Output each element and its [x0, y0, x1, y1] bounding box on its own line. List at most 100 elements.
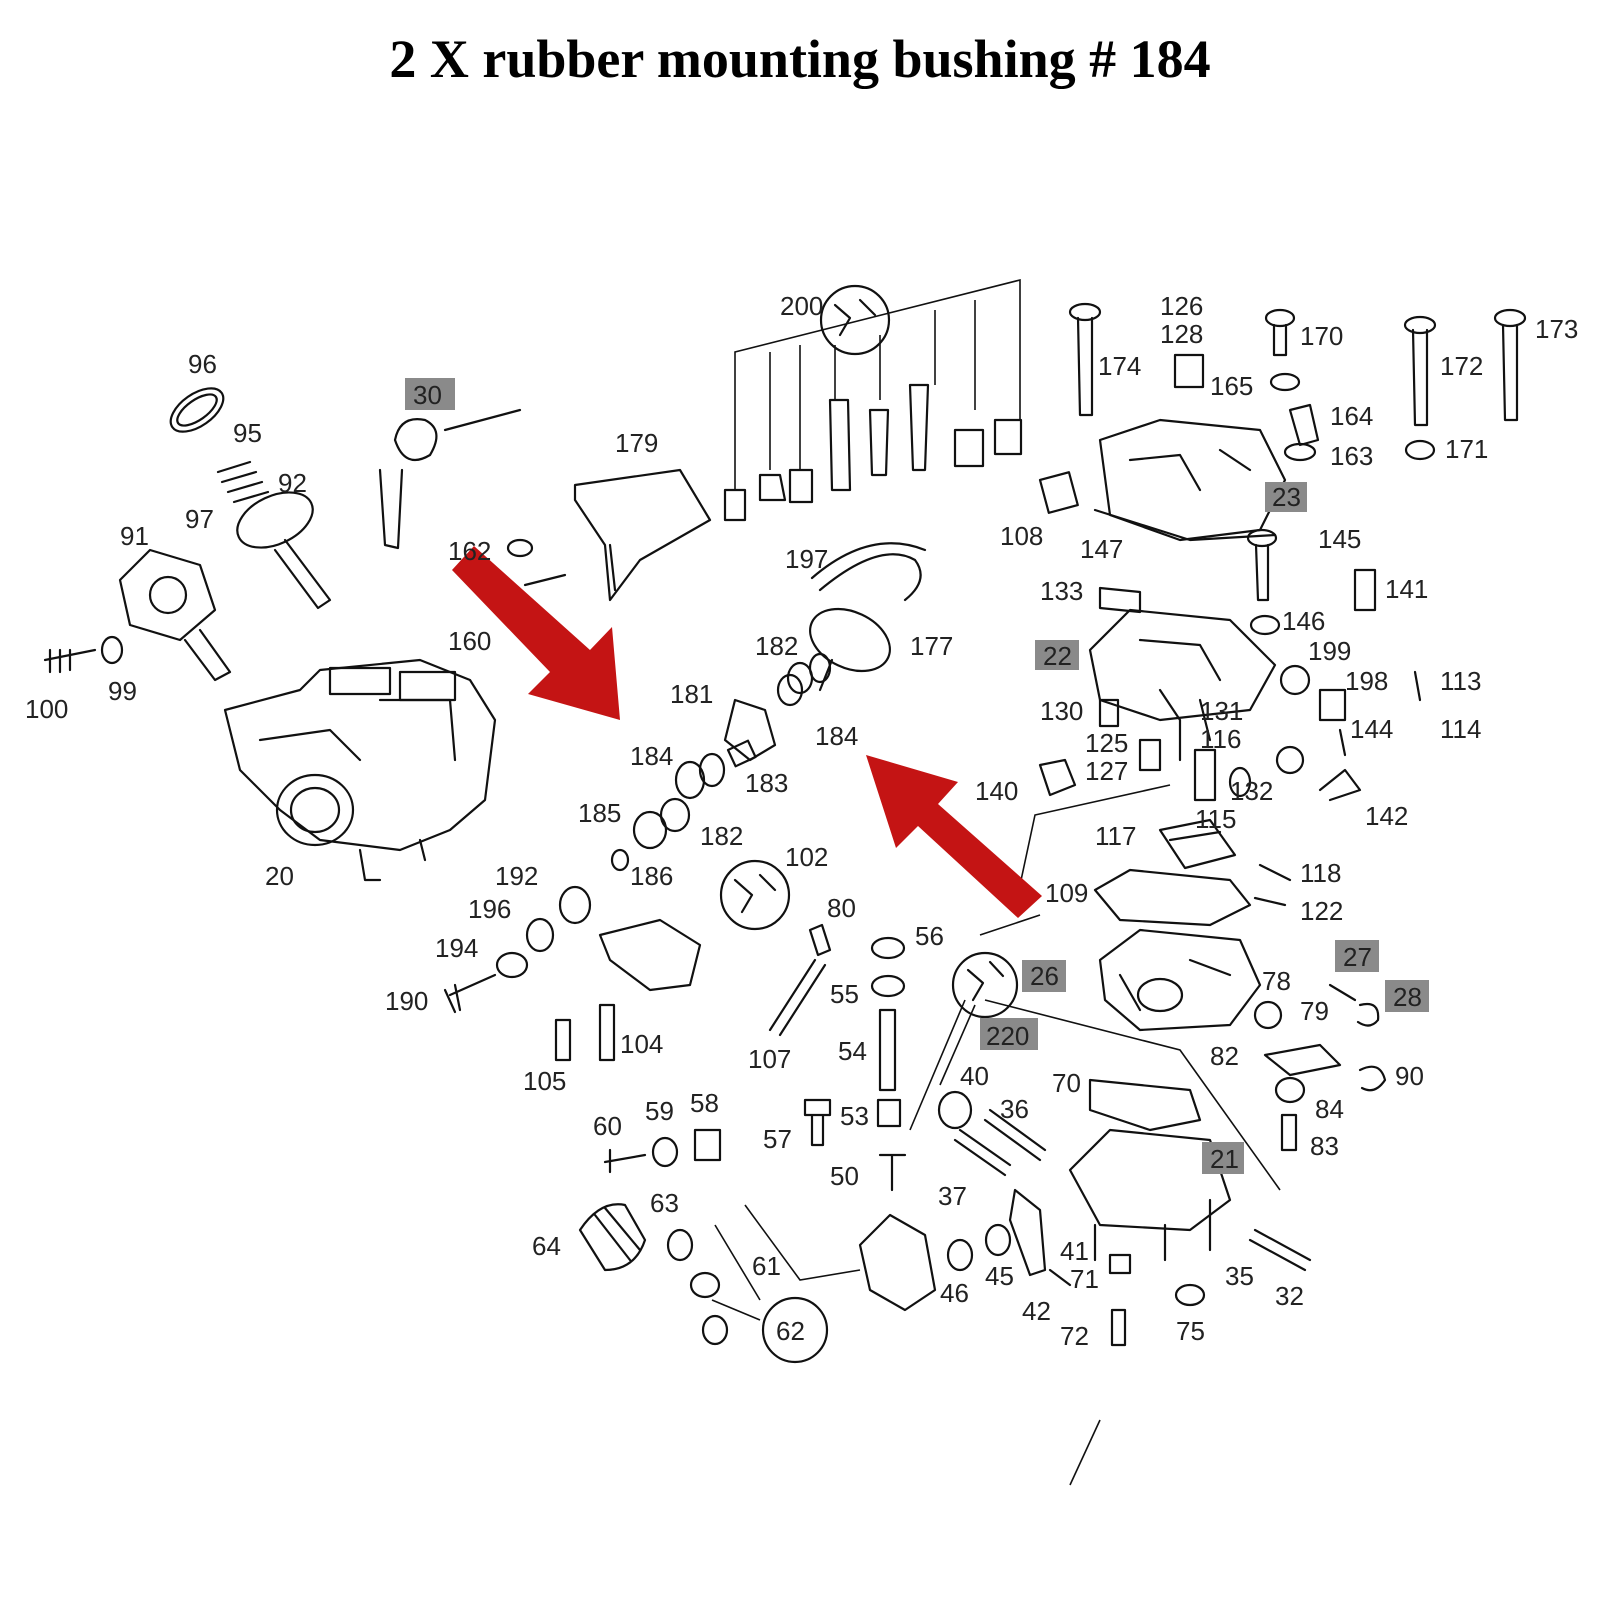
- label-60: 60: [593, 1111, 622, 1141]
- label-200: 200: [780, 291, 823, 321]
- label-59: 59: [645, 1096, 674, 1126]
- label-196: 196: [468, 894, 511, 924]
- parts-84-83: [1274, 1076, 1306, 1152]
- label-37: 37: [938, 1181, 967, 1211]
- label-102: 102: [785, 842, 828, 872]
- label-184-right: 184: [815, 721, 858, 751]
- boot-64: [578, 1203, 647, 1272]
- arrow-to-184-right: [866, 755, 1042, 918]
- label-164: 164: [1330, 401, 1373, 431]
- screw-172: [1403, 315, 1437, 427]
- parts-130-131: [1098, 698, 1212, 742]
- tool-26: [951, 951, 1019, 1019]
- tool-102: [719, 859, 791, 931]
- label-45: 45: [985, 1261, 1014, 1291]
- label-194: 194: [435, 933, 478, 963]
- highlight-boxes: [405, 378, 1429, 1174]
- plate-70: [1088, 1078, 1202, 1132]
- washer-99: [100, 635, 124, 665]
- label-132: 132: [1230, 776, 1273, 806]
- label-165: 165: [1210, 371, 1253, 401]
- label-32: 32: [1275, 1281, 1304, 1311]
- label-105: 105: [523, 1066, 566, 1096]
- pin-80: [808, 923, 832, 957]
- label-82: 82: [1210, 1041, 1239, 1071]
- label-84: 84: [1315, 1094, 1344, 1124]
- label-55: 55: [830, 979, 859, 1009]
- label-183: 183: [745, 768, 788, 798]
- needle-32-35: [1248, 1228, 1312, 1272]
- label-21: 21: [1210, 1144, 1239, 1174]
- part-140: [1038, 758, 1077, 797]
- label-56: 56: [915, 921, 944, 951]
- label-22: 22: [1043, 641, 1072, 671]
- label-220: 220: [986, 1021, 1029, 1051]
- lever-181: [723, 698, 777, 768]
- screw-100: [43, 648, 97, 674]
- main-body: [1098, 928, 1262, 1032]
- label-107: 107: [748, 1044, 791, 1074]
- screw-72-75: [1110, 1283, 1206, 1347]
- lever-186: [598, 918, 702, 992]
- spring-95: [216, 460, 270, 504]
- screw-57: [803, 1098, 832, 1147]
- label-185: 185: [578, 798, 621, 828]
- label-184-left: 184: [630, 741, 673, 771]
- label-172: 172: [1440, 351, 1483, 381]
- float-117: [1158, 818, 1237, 870]
- label-35: 35: [1225, 1261, 1254, 1291]
- top-cover-23: [1093, 418, 1287, 542]
- parts-40-36-37: [937, 1090, 1047, 1177]
- gasket-96: [169, 387, 225, 433]
- screw-190: [443, 973, 497, 1014]
- label-192: 192: [495, 861, 538, 891]
- temp-switch-30: [378, 408, 522, 550]
- label-125: 125: [1085, 728, 1128, 758]
- label-127: 127: [1085, 756, 1128, 786]
- label-79: 79: [1300, 996, 1329, 1026]
- label-142: 142: [1365, 801, 1408, 831]
- label-54: 54: [838, 1036, 867, 1066]
- label-198: 198: [1345, 666, 1388, 696]
- label-170: 170: [1300, 321, 1343, 351]
- screw-170: [1264, 308, 1296, 357]
- label-145: 145: [1318, 524, 1361, 554]
- label-133: 133: [1040, 576, 1083, 606]
- adjustment-tool-200: [819, 284, 891, 356]
- part-132: [1228, 766, 1252, 798]
- diaphragm-92: [236, 491, 332, 610]
- washers-192-196-194: [495, 885, 592, 979]
- label-20: 20: [265, 861, 294, 891]
- label-114: 114: [1440, 714, 1481, 744]
- label-72: 72: [1060, 1321, 1089, 1351]
- label-197: 197: [785, 544, 828, 574]
- label-117: 117: [1095, 821, 1136, 851]
- label-182-top: 182: [755, 631, 798, 661]
- part-144: [1338, 728, 1347, 757]
- label-95: 95: [233, 418, 262, 448]
- label-71: 71: [1070, 1264, 1099, 1294]
- screw-174: [1068, 302, 1102, 417]
- screw-173: [1493, 308, 1527, 422]
- label-126: 126: [1160, 291, 1203, 321]
- label-58: 58: [690, 1088, 719, 1118]
- label-173: 173: [1535, 314, 1578, 344]
- label-75: 75: [1176, 1316, 1205, 1346]
- label-46: 46: [940, 1278, 969, 1308]
- label-122: 122: [1300, 896, 1343, 926]
- label-78: 78: [1262, 966, 1291, 996]
- label-108: 108: [1000, 521, 1043, 551]
- label-30: 30: [413, 380, 442, 410]
- label-41: 41: [1060, 1236, 1089, 1266]
- label-118: 118: [1300, 858, 1341, 888]
- hose-197: [810, 542, 927, 602]
- label-171: 171: [1445, 434, 1488, 464]
- label-62: 62: [776, 1316, 805, 1346]
- label-83: 83: [1310, 1131, 1339, 1161]
- label-64: 64: [532, 1231, 561, 1261]
- parts-199-198: [1279, 664, 1422, 722]
- bushings-185: [610, 797, 691, 872]
- label-109: 109: [1045, 878, 1088, 908]
- label-100: 100: [25, 694, 68, 724]
